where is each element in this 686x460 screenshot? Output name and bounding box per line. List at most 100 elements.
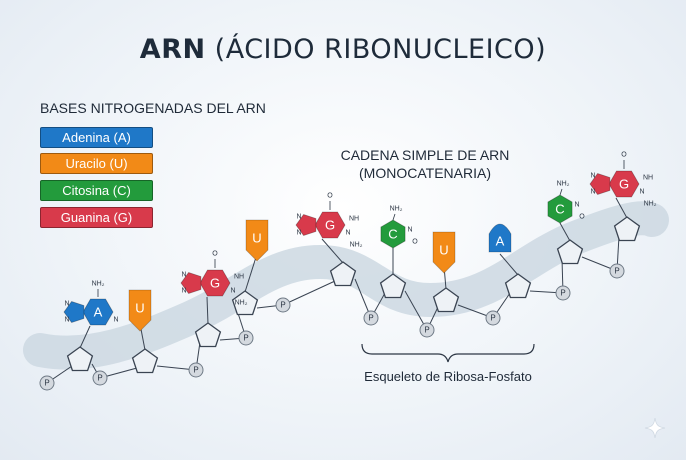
- legend-item-uracil: Uracilo (U): [40, 153, 153, 174]
- adenine-shape: [488, 223, 512, 253]
- phosphate-label: P: [614, 267, 619, 276]
- base-letter: G: [210, 276, 220, 291]
- ribose-sugar: [194, 322, 222, 348]
- atom-label: N: [181, 272, 186, 279]
- purine-five-ring: [589, 173, 611, 195]
- atom-label: NH: [234, 274, 244, 281]
- base-letter: U: [135, 301, 144, 316]
- base-letter: C: [388, 227, 397, 242]
- atom-label: NH₂: [390, 206, 403, 213]
- atom-label: N: [181, 288, 186, 295]
- pyrimidine-ring: [380, 219, 406, 249]
- legend-heading: BASES NITROGENADAS DEL ARN: [40, 100, 266, 116]
- ribose-sugar: [131, 348, 159, 374]
- atom-label: NH₂: [557, 181, 570, 188]
- glycosidic-bond: [615, 197, 628, 219]
- base-letter: U: [252, 231, 261, 246]
- nucleobase-adenine: A: [488, 223, 512, 253]
- nucleobase-uracil: U: [245, 219, 269, 262]
- base-letter: C: [555, 202, 564, 217]
- bond: [392, 213, 396, 221]
- nucleobase-cytosine: C NH₂ NO: [547, 181, 585, 224]
- ribose-sugar: [379, 273, 407, 299]
- glycosidic-bond: [79, 325, 91, 349]
- atom-label: NH₂: [235, 300, 248, 307]
- atom-label: N: [590, 189, 595, 196]
- atom-label: O: [579, 214, 585, 221]
- legend-item-guanine: Guanina (G): [40, 207, 153, 228]
- phosphate-group: [39, 375, 55, 391]
- atom-label: O: [327, 193, 333, 200]
- atom-label: N: [64, 317, 69, 324]
- atom-label: N: [574, 202, 579, 209]
- phosphate-group: [555, 285, 571, 301]
- nucleobase-uracil: U: [432, 231, 456, 274]
- nucleobase-cytosine: C NH₂ NO: [380, 206, 418, 249]
- atom-label: N: [296, 214, 301, 221]
- legend-item-cytosine: Citosina (C): [40, 180, 153, 201]
- chain-label: CADENA SIMPLE DE ARN (MONOCATENARIA): [340, 146, 510, 182]
- chain-label-line1: CADENA SIMPLE DE ARN: [340, 147, 510, 163]
- backbone-bond: [282, 280, 336, 306]
- uracil-shape: [128, 289, 152, 332]
- pyrimidine-ring: [547, 194, 573, 224]
- atom-label: NH₂: [644, 201, 657, 208]
- purine-five-ring: [295, 214, 317, 236]
- chain-label-line2: (MONOCATENARIA): [359, 165, 491, 181]
- sparkle-icon: [644, 417, 666, 439]
- atom-label: N: [639, 189, 644, 196]
- atom-label: NH₂: [92, 281, 105, 288]
- glycosidic-bond: [244, 253, 258, 293]
- ribose-sugar: [329, 261, 357, 287]
- ribose-sugar: [556, 239, 584, 265]
- phosphate-group: [419, 322, 435, 338]
- atom-label: N: [64, 301, 69, 308]
- ribose-sugar: [432, 287, 460, 313]
- phosphate-group: [238, 330, 254, 346]
- phosphate-label: P: [424, 326, 429, 335]
- uracil-shape: [245, 219, 269, 262]
- legend-item-adenine: Adenina (A): [40, 127, 153, 148]
- glycosidic-bond: [206, 296, 209, 325]
- base-letter: G: [619, 177, 629, 192]
- atom-label: NH: [349, 216, 359, 223]
- base-letter: A: [496, 234, 505, 249]
- glycosidic-bond: [499, 253, 519, 276]
- ribose-sugar: [231, 290, 259, 316]
- phosphate-group: [363, 310, 379, 326]
- backbone-label: Esqueleto de Ribosa-Fosfato: [364, 369, 532, 384]
- atom-label: N: [345, 230, 350, 237]
- phosphate-group: [485, 310, 501, 326]
- glycosidic-bond: [559, 222, 571, 242]
- phosphate-label: P: [44, 379, 49, 388]
- atom-label: O: [412, 239, 418, 246]
- phosphate-label: P: [368, 314, 373, 323]
- atom-label: N: [407, 227, 412, 234]
- base-letter: A: [94, 305, 103, 320]
- bond: [559, 188, 563, 196]
- atom-label: N: [230, 288, 235, 295]
- phosphate-label: P: [243, 334, 248, 343]
- page-title: ARN (ÁCIDO RIBONUCLEICO): [139, 34, 547, 65]
- ribose-sugar: [613, 216, 641, 242]
- phosphate-label: P: [97, 374, 102, 383]
- atom-label: O: [212, 251, 218, 258]
- phosphate-group: [275, 297, 291, 313]
- atom-label: NH: [643, 175, 653, 182]
- base-letter: G: [325, 218, 335, 233]
- ribose-sugar: [66, 346, 94, 372]
- atom-label: NH₂: [350, 242, 363, 249]
- phosphate-group: [609, 263, 625, 279]
- phosphate-label: P: [280, 301, 285, 310]
- purine-five-ring: [180, 272, 202, 294]
- phosphate-label: P: [193, 366, 198, 375]
- atom-label: O: [621, 152, 627, 159]
- phosphate-group: [92, 370, 108, 386]
- phosphate-label: P: [560, 289, 565, 298]
- purine-five-ring: [63, 301, 85, 323]
- base-letter: U: [439, 243, 448, 258]
- phosphate-group: [188, 362, 204, 378]
